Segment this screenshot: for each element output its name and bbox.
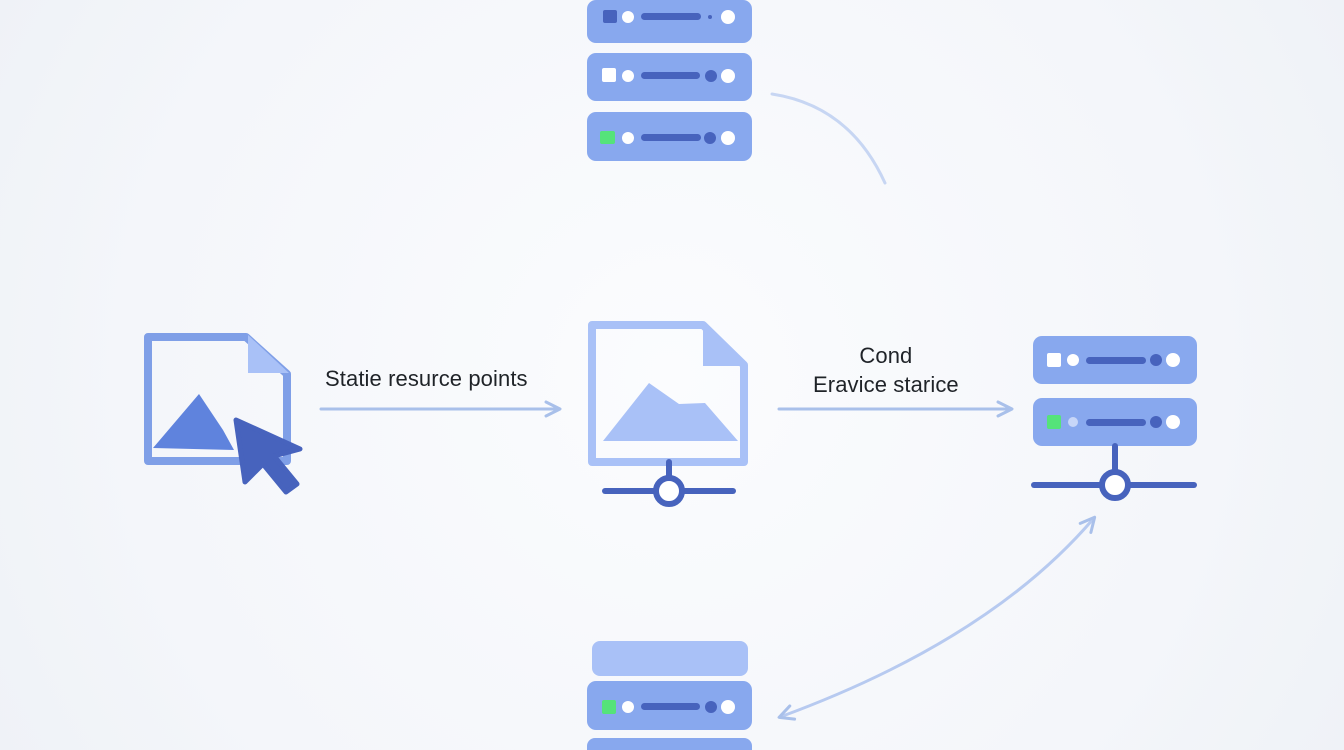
static-resource-edge-label: Statie resurce points xyxy=(325,366,528,391)
right-server-green-status xyxy=(1047,415,1061,429)
edge-bottom-right-bidirectional xyxy=(777,515,1097,721)
cond-edge-label-line-1: Cond xyxy=(859,343,913,368)
static-file-outline xyxy=(588,321,748,466)
cursor-icon xyxy=(233,417,303,495)
static-file-corner xyxy=(703,324,746,366)
client-file-corner xyxy=(248,335,289,373)
bottom-server-green-status xyxy=(602,700,616,714)
top-server-green-status xyxy=(600,131,615,144)
top-server-unit-1 xyxy=(587,0,752,43)
bottom-server-rack-icon xyxy=(587,641,752,750)
client-image-file-icon xyxy=(144,333,303,495)
client-image-mountain xyxy=(153,394,234,450)
bottom-server-unit-3 xyxy=(587,738,752,750)
right-server-network-icon xyxy=(1031,336,1197,501)
client-file-outline xyxy=(144,333,291,465)
static-network-node xyxy=(653,475,685,507)
edge-top-server-curve xyxy=(770,92,887,185)
cond-edge-label-line-2: Eravice starice xyxy=(813,372,959,397)
static-resource-node-icon xyxy=(588,321,748,507)
bottom-server-unit-1 xyxy=(592,641,748,676)
static-image-mountain xyxy=(603,383,738,441)
top-server-rack-icon xyxy=(587,0,752,161)
cond-service-edge-label: Cond Eravice starice xyxy=(813,341,959,399)
